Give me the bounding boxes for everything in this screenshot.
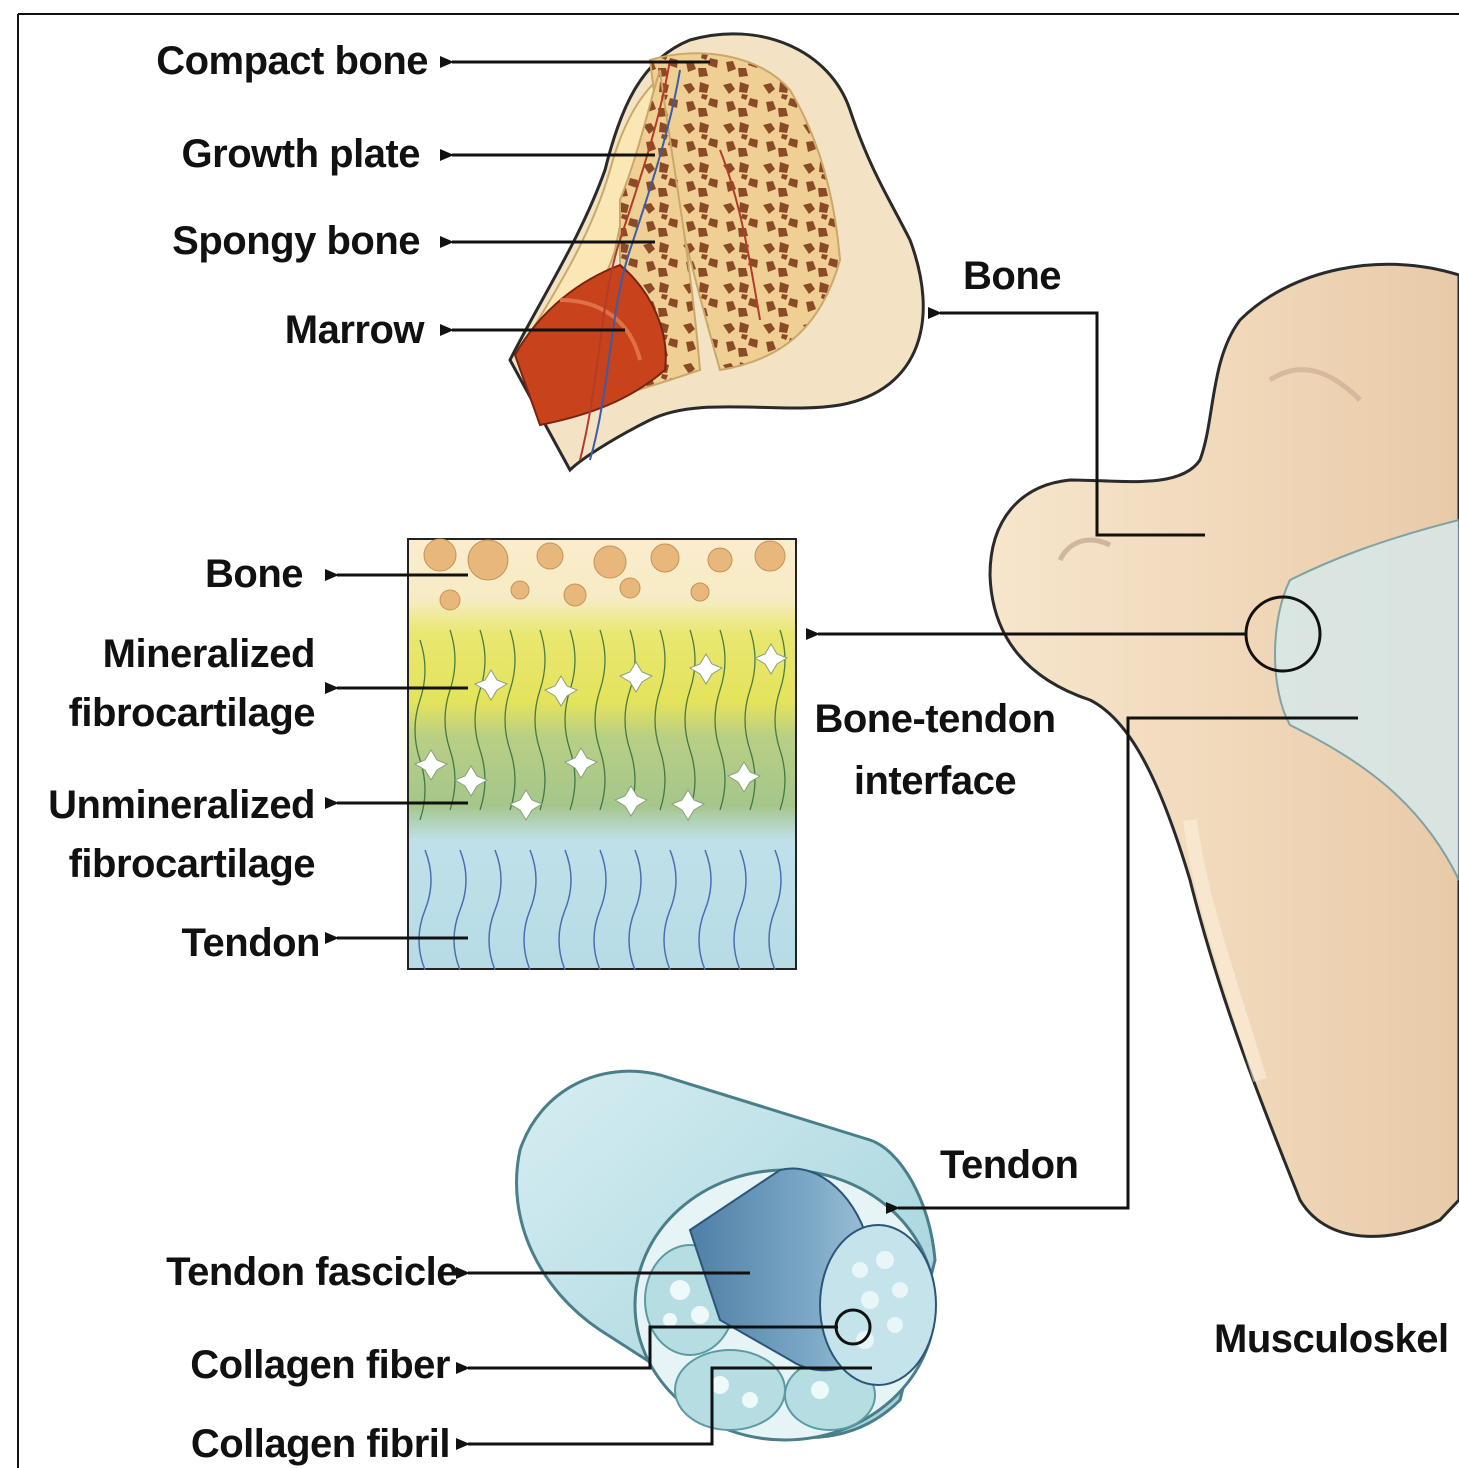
label-growth-plate: Growth plate bbox=[100, 134, 420, 174]
label-spongy-bone: Spongy bone bbox=[100, 221, 420, 261]
label-musculoskeletal: Musculoskel bbox=[1214, 1319, 1449, 1359]
label-bone-tendon-line1: Bone-tendon bbox=[814, 697, 1055, 741]
label-unmineralized-line1: Unmineralized bbox=[48, 783, 315, 827]
tendon-cylinder-illustration bbox=[517, 1071, 936, 1440]
label-tendon-fascicle: Tendon fascicle bbox=[100, 1252, 458, 1292]
bone-section-illustration bbox=[510, 34, 923, 470]
label-interface-bone: Bone bbox=[100, 554, 303, 594]
label-unmineralized-fibrocartilage: Unmineralized fibrocartilage bbox=[20, 776, 315, 894]
label-interface-tendon: Tendon bbox=[100, 923, 320, 963]
label-collagen-fibril: Collagen fibril bbox=[100, 1424, 450, 1464]
label-compact-bone: Compact bone bbox=[100, 41, 428, 81]
label-mineralized-line2: fibrocartilage bbox=[69, 691, 315, 735]
label-mineralized-line1: Mineralized bbox=[103, 632, 315, 676]
label-mineralized-fibrocartilage: Mineralized fibrocartilage bbox=[20, 625, 315, 743]
interface-layers-illustration bbox=[408, 539, 796, 970]
label-femur-tendon: Tendon bbox=[940, 1145, 1078, 1185]
label-bone-tendon-line2: interface bbox=[854, 759, 1016, 803]
label-femur-bone: Bone bbox=[963, 256, 1061, 296]
label-marrow: Marrow bbox=[100, 310, 424, 350]
label-collagen-fiber: Collagen fiber bbox=[100, 1345, 450, 1385]
label-unmineralized-line2: fibrocartilage bbox=[69, 842, 315, 886]
label-bone-tendon-interface: Bone-tendon interface bbox=[800, 688, 1070, 812]
